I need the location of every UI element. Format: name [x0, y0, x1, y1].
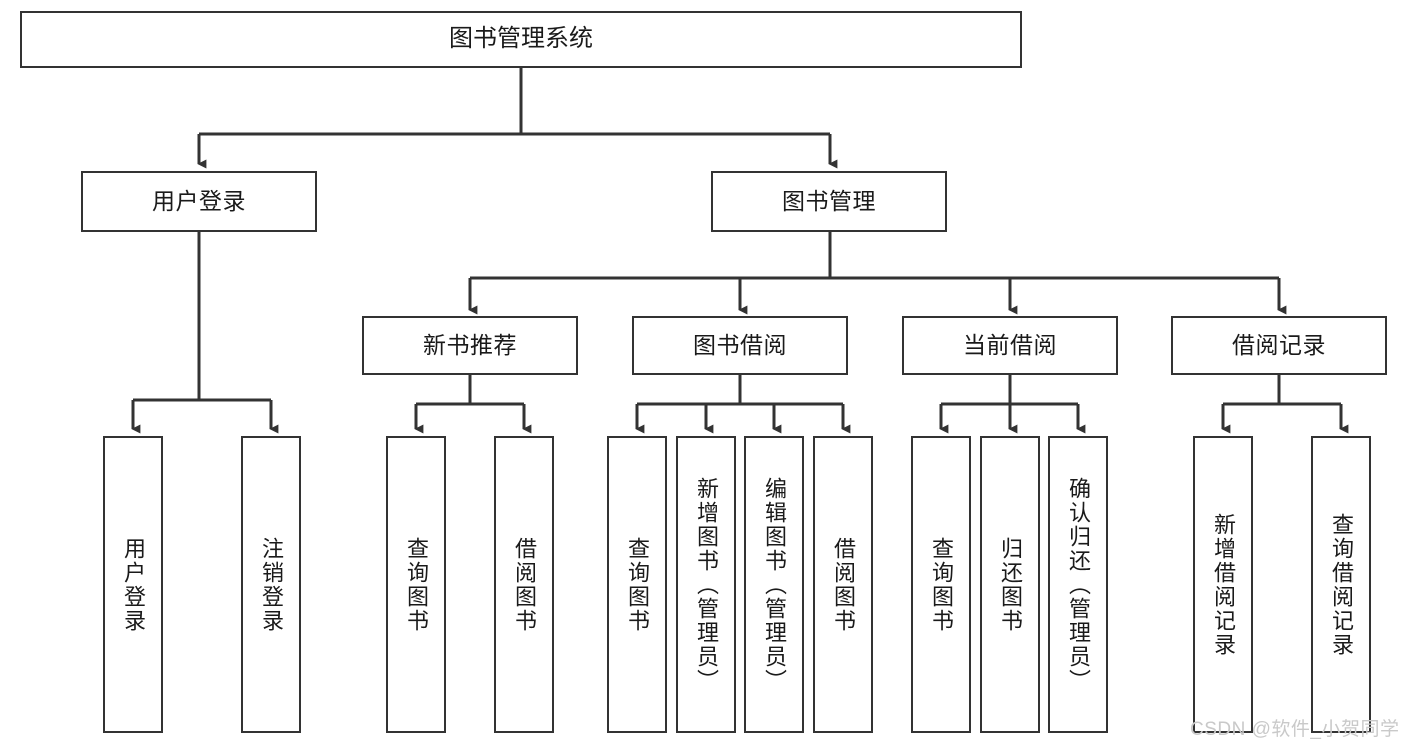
node-label: 借阅图书	[830, 536, 856, 633]
node-label: 查询图书	[928, 536, 954, 633]
leaf-borrow-query-book[interactable]: 查询图书	[607, 436, 667, 733]
node-root-book-management-system[interactable]: 图书管理系统	[20, 11, 1022, 68]
node-book-management[interactable]: 图书管理	[711, 171, 947, 232]
leaf-user-login-logout[interactable]: 注销登录	[241, 436, 301, 733]
csdn-watermark: CSDN @软件_小贺同学	[1190, 719, 1400, 740]
node-label: 借阅图书	[511, 536, 537, 633]
node-label: 图书管理	[782, 187, 876, 214]
leaf-user-login-login[interactable]: 用户登录	[103, 436, 163, 733]
node-label: 查询图书	[403, 536, 429, 633]
node-label: 新书推荐	[423, 331, 517, 358]
node-label: 确认归还（管理员）	[1065, 476, 1091, 693]
node-label: 查询借阅记录	[1328, 512, 1354, 657]
node-user-login[interactable]: 用户登录	[81, 171, 317, 232]
leaf-record-add-borrow-record[interactable]: 新增借阅记录	[1193, 436, 1253, 733]
leaf-current-query-book[interactable]: 查询图书	[911, 436, 971, 733]
node-label: 新增借阅记录	[1210, 512, 1236, 657]
node-book-borrow[interactable]: 图书借阅	[632, 316, 848, 375]
leaf-record-query-borrow-record[interactable]: 查询借阅记录	[1311, 436, 1371, 733]
leaf-borrow-add-book-admin[interactable]: 新增图书（管理员）	[676, 436, 736, 733]
node-label: 图书管理系统	[449, 25, 593, 53]
node-label: 图书借阅	[693, 331, 787, 358]
node-label: 用户登录	[152, 187, 246, 214]
leaf-borrow-edit-book-admin[interactable]: 编辑图书（管理员）	[744, 436, 804, 733]
node-label: 借阅记录	[1232, 331, 1326, 358]
node-label: 当前借阅	[963, 331, 1057, 358]
leaf-borrow-borrow-book[interactable]: 借阅图书	[813, 436, 873, 733]
node-label: 新增图书（管理员）	[693, 476, 719, 693]
node-label: 用户登录	[120, 536, 146, 633]
node-borrow-record[interactable]: 借阅记录	[1171, 316, 1387, 375]
node-label: 归还图书	[997, 536, 1023, 633]
node-label: 编辑图书（管理员）	[761, 476, 787, 693]
node-current-borrow[interactable]: 当前借阅	[902, 316, 1118, 375]
leaf-recommend-borrow-book[interactable]: 借阅图书	[494, 436, 554, 733]
leaf-current-return-book[interactable]: 归还图书	[980, 436, 1040, 733]
node-new-book-recommend[interactable]: 新书推荐	[362, 316, 578, 375]
node-label: 注销登录	[258, 536, 284, 633]
leaf-recommend-query-book[interactable]: 查询图书	[386, 436, 446, 733]
leaf-current-confirm-return-admin[interactable]: 确认归还（管理员）	[1048, 436, 1108, 733]
node-label: 查询图书	[624, 536, 650, 633]
